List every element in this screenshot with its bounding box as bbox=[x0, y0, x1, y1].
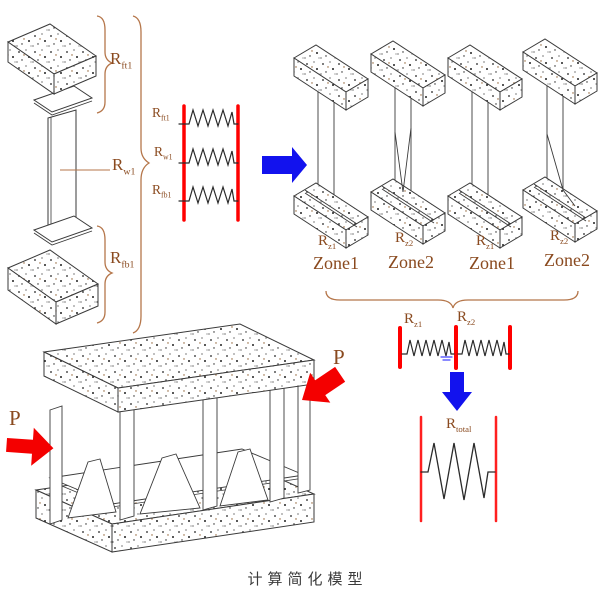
composite-beam-group bbox=[34, 323, 316, 553]
ground-mark bbox=[440, 356, 453, 361]
exploded-bottom-flange-label: Rfb1 bbox=[110, 248, 135, 271]
spring-zigzag bbox=[178, 107, 239, 129]
load-arrow-left bbox=[6, 427, 54, 466]
zone1-label: Zone1 bbox=[313, 253, 359, 273]
spring-label-w1: Rw1 bbox=[154, 144, 173, 162]
spring-label-fb1: Rfb1 bbox=[152, 182, 172, 200]
spring-zigzag bbox=[420, 442, 496, 501]
zone-ibeam-figure-2 bbox=[370, 40, 446, 245]
top-slab bbox=[42, 323, 316, 413]
zones-brace bbox=[325, 290, 579, 309]
zone2-web-fold-lines bbox=[394, 127, 412, 193]
blue-right-arrow bbox=[262, 147, 307, 183]
exploded-top-flange-label: Rft1 bbox=[110, 49, 133, 72]
equivalent-spring-label: Rtotal bbox=[446, 416, 472, 434]
zone2-r-label: Rz2 bbox=[395, 230, 414, 248]
bottom-flange-brace bbox=[96, 225, 114, 324]
exploded-web-label: Rw1 bbox=[112, 155, 136, 178]
equivalent-spring-diagram bbox=[419, 415, 498, 523]
zone3-label: Zone1 bbox=[469, 253, 515, 273]
load-arrow-right bbox=[302, 366, 346, 403]
series-spring-label-z1: Rz1 bbox=[404, 311, 423, 329]
bottom-flange-plate bbox=[32, 215, 94, 243]
web-plates bbox=[49, 378, 311, 525]
top-concrete-block bbox=[6, 23, 98, 95]
figure-caption: 计算简化模型 bbox=[247, 570, 368, 588]
component-spring-diagram bbox=[178, 104, 240, 222]
zone1-r-label: Rz1 bbox=[318, 233, 337, 251]
spring-zigzag bbox=[178, 146, 239, 168]
web-plate bbox=[47, 109, 77, 227]
load-label-left: P bbox=[9, 406, 21, 430]
fold-stiffener bbox=[67, 458, 117, 519]
group-brace bbox=[132, 15, 151, 334]
zone-ibeam-figure-4 bbox=[522, 38, 598, 243]
blue-down-arrow bbox=[442, 372, 472, 411]
bottom-concrete-block bbox=[6, 249, 100, 325]
zone3-r-label: Rz1 bbox=[476, 233, 495, 251]
zone4-r-label: Rz2 bbox=[550, 228, 569, 246]
spring-label-ft1: Rft1 bbox=[152, 105, 170, 123]
fold-stiffener bbox=[219, 448, 269, 507]
zone4-label: Zone2 bbox=[544, 250, 590, 270]
zone2-label: Zone2 bbox=[388, 252, 434, 272]
top-flange-brace bbox=[96, 15, 114, 114]
zone-ibeam-figure-3 bbox=[447, 44, 523, 249]
series-spring-label-z2: Rz2 bbox=[457, 309, 476, 327]
spring-zigzag bbox=[401, 339, 455, 357]
load-label-right: P bbox=[333, 345, 345, 369]
exploded-ibeam-group bbox=[6, 15, 151, 334]
spring-zigzag bbox=[457, 339, 510, 357]
zone2-web-fold-lines bbox=[546, 133, 576, 207]
series-spring-diagram bbox=[398, 325, 512, 370]
fold-stiffener bbox=[139, 453, 201, 515]
zone-ibeam-figure-1 bbox=[293, 44, 369, 249]
spring-zigzag bbox=[178, 184, 239, 206]
